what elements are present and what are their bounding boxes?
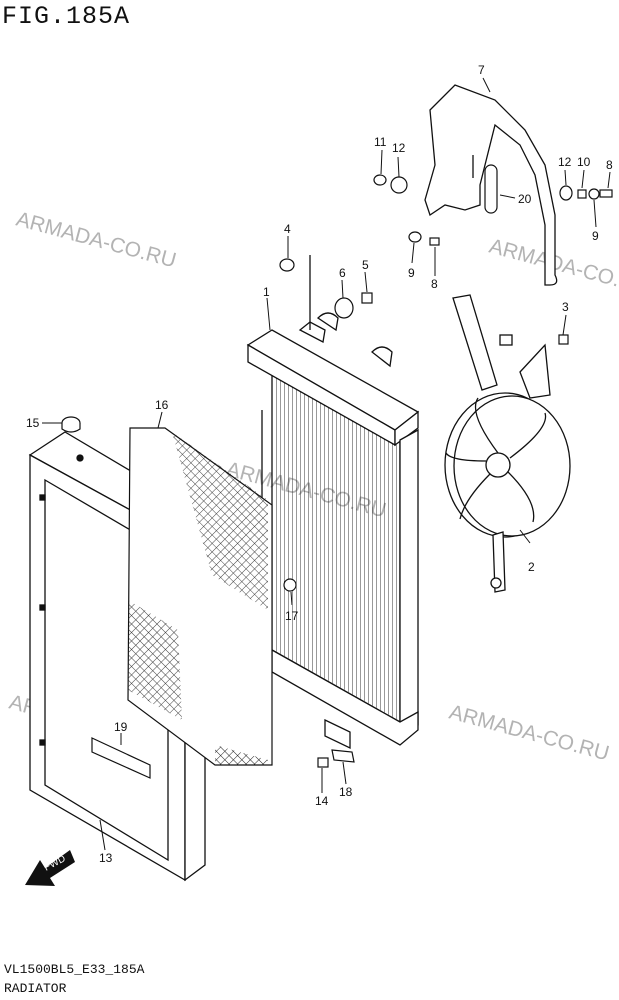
callout-9a: 9 bbox=[408, 266, 415, 280]
callout-17: 17 bbox=[285, 609, 299, 623]
callout-8: 8 bbox=[606, 158, 613, 172]
radiator-core bbox=[246, 255, 420, 750]
callout-18: 18 bbox=[339, 785, 353, 799]
callout-13: 13 bbox=[99, 851, 113, 865]
hardware-parts bbox=[279, 174, 613, 768]
callout-5: 5 bbox=[362, 258, 369, 272]
callout-8b: 8 bbox=[431, 277, 438, 291]
callout-7: 7 bbox=[478, 63, 485, 77]
callout-numbers: 1 2 3 4 5 6 7 8 8 9 9 10 11 12 12 13 14 … bbox=[26, 63, 613, 865]
emblem-plate bbox=[91, 737, 151, 779]
fan-cover-bracket bbox=[424, 84, 558, 286]
sleeve-tube bbox=[484, 164, 498, 214]
callout-1: 1 bbox=[263, 285, 270, 299]
radiator-screen bbox=[127, 427, 273, 766]
callout-leaders bbox=[42, 77, 611, 851]
callout-19: 19 bbox=[114, 720, 128, 734]
callout-3: 3 bbox=[562, 300, 569, 314]
callout-4: 4 bbox=[284, 222, 291, 236]
callout-9b: 9 bbox=[592, 229, 599, 243]
figure-title: FIG.185A bbox=[2, 2, 131, 31]
callout-12a: 12 bbox=[392, 141, 406, 155]
callout-14: 14 bbox=[315, 794, 329, 808]
callout-15: 15 bbox=[26, 416, 40, 430]
cap-part bbox=[61, 416, 81, 433]
watermark-text: ARMADA-CO.RU bbox=[14, 208, 179, 273]
callout-6: 6 bbox=[339, 266, 346, 280]
callout-20: 20 bbox=[518, 192, 532, 206]
callout-2: 2 bbox=[528, 560, 535, 574]
callout-12b: 12 bbox=[558, 155, 572, 169]
forward-direction-arrow: FWD bbox=[25, 850, 75, 886]
callout-10: 10 bbox=[577, 155, 591, 169]
callout-11: 11 bbox=[374, 135, 387, 149]
watermark-text: ARMADA-CO.RU bbox=[447, 701, 612, 766]
figure-name: RADIATOR bbox=[4, 981, 67, 996]
callout-16: 16 bbox=[155, 398, 169, 412]
figure-code: VL1500BL5_E33_185A bbox=[4, 962, 145, 977]
cooling-fan bbox=[444, 294, 571, 593]
